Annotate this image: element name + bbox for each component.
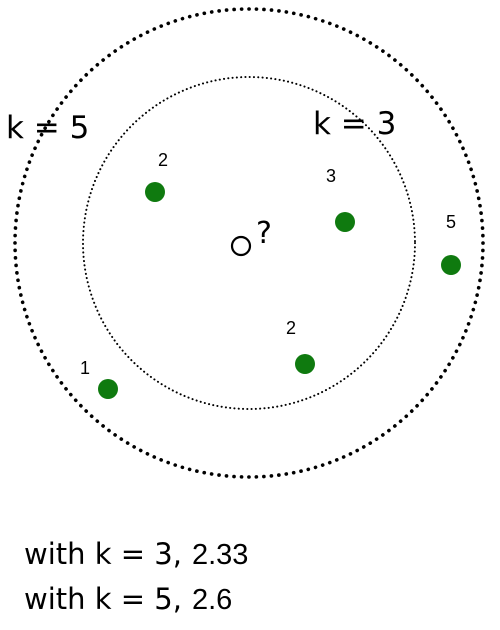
outer-k-label: k = 5 [6,110,89,146]
inner-k-label: k = 3 [313,106,396,142]
result-k5: with k = 5, 2.6 [24,585,232,615]
result-value: 2.6 [191,584,233,616]
point-label: 1 [80,358,90,378]
neighbor-point-p4: 2 [286,318,315,374]
result-k3: with k = 3, 2.33 [24,540,248,570]
neighbor-point-p3: 5 [441,212,461,275]
neighbor-point-p2: 3 [326,166,355,232]
point-dot [98,379,118,399]
query-question-mark: ? [256,216,272,251]
result-prefix: with k = 5, [24,582,182,616]
point-label: 2 [286,318,296,338]
point-dot [295,354,315,374]
point-dot [335,212,355,232]
neighbor-point-p5: 1 [80,358,118,399]
point-label: 5 [446,212,456,232]
result-value: 2.33 [191,539,249,571]
neighbor-point-p1: 2 [145,150,168,202]
point-dot [441,255,461,275]
query-point [230,235,252,257]
result-prefix: with k = 3, [24,537,182,571]
point-dot [145,182,165,202]
point-label: 3 [326,166,336,186]
point-label: 2 [158,150,168,170]
inner-circle-k3 [82,76,416,410]
outer-circle-k5 [13,7,485,479]
